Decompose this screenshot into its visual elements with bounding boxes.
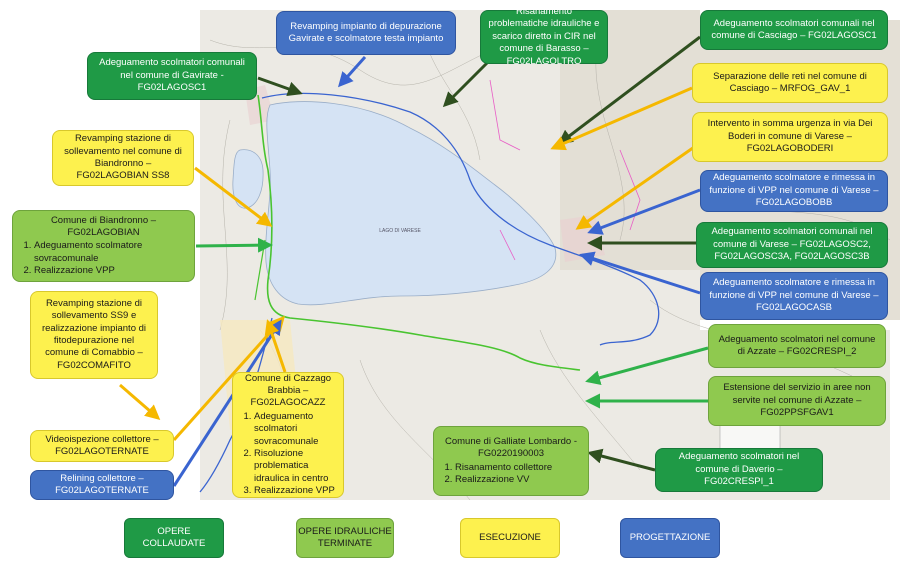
legend-collaudate: OPERE COLLAUDATE	[124, 518, 224, 558]
callout-varese-vpp-casb: Adeguamento scolmatore e rimessa in funz…	[700, 272, 888, 320]
callout-gavirate-scolmatori-text: Adeguamento scolmatori comunali nel comu…	[99, 57, 245, 94]
callout-daverio: Adeguamento scolmatori nel comune di Dav…	[655, 448, 823, 492]
callout-videoispezione-text: Videoispezione collettore – FG02LAGOTERN…	[45, 433, 159, 457]
legend-progettazione: PROGETTAZIONE	[620, 518, 720, 558]
arrow-azzate-scolmatori	[585, 346, 709, 386]
callout-risanamento-barasso-text: Risanamento problematiche idrauliche e s…	[488, 6, 600, 67]
arrow-depurazione	[338, 56, 367, 88]
arrow-casciago-scolmatori	[557, 35, 701, 145]
callout-varese-vpp-bobb: Adeguamento scolmatore e rimessa in funz…	[700, 170, 888, 212]
legend-esecuzione: ESECUZIONE	[460, 518, 560, 558]
callout-relining-text: Relining collettore – FG02LAGOTERNATE	[55, 472, 149, 496]
callout-varese-scolmatori-text: Adeguamento scolmatori comunali nel comu…	[711, 226, 873, 263]
arrow-vpp-casb	[579, 251, 701, 295]
callout-daverio-text: Adeguamento scolmatori nel comune di Dav…	[678, 451, 800, 488]
callout-intervento-boderi-text: Intervento in somma urgenza in via Dei B…	[707, 118, 873, 155]
lake-label: LAGO DI VARESE	[379, 228, 421, 234]
callout-galliate-item: Risanamento collettore	[455, 462, 583, 474]
arrow-daverio	[587, 448, 656, 472]
arrow-biandronno	[195, 237, 273, 253]
secondary-network	[489, 79, 641, 261]
legend-progettazione-label: PROGETTAZIONE	[629, 532, 711, 544]
callout-gavirate-scolmatori: Adeguamento scolmatori comunali nel comu…	[87, 52, 257, 100]
callout-biandronno-title: Comune di Biandronno – FG02LAGOBIAN	[50, 214, 157, 238]
callout-videoispezione: Videoispezione collettore – FG02LAGOTERN…	[30, 430, 174, 462]
arrow-boderi	[575, 141, 701, 230]
callout-separazione-casciago-text: Separazione delle reti nel comune di Cas…	[713, 70, 867, 94]
callout-intervento-boderi: Intervento in somma urgenza in via Dei B…	[692, 112, 888, 162]
callout-biandronno: Comune di Biandronno – FG02LAGOBIAN Adeg…	[12, 210, 195, 282]
callout-cazzago-title: Comune di Cazzago Brabbia – FG02LAGOCAZZ	[244, 372, 332, 409]
callout-biandronno-ss8-text: Revamping stazione di sollevamento nel c…	[64, 133, 182, 182]
callout-relining: Relining collettore – FG02LAGOTERNATE	[30, 470, 174, 500]
legend-collaudate-label: OPERE COLLAUDATE	[142, 526, 206, 549]
arrow-comabbio	[119, 383, 161, 420]
arrow-cazzago	[264, 319, 287, 373]
legend-idrauliche-terminate: OPERE IDRAULICHE TERMINATE	[296, 518, 394, 558]
callout-cazzago-item: Realizzazione VPP	[254, 485, 338, 497]
callout-galliate-title: Comune di Galliate Lombardo - FG02201900…	[444, 435, 577, 460]
callout-comabbio-text: Revamping stazione di sollevamento SS9 e…	[41, 297, 147, 371]
arrow-gavirate-scolmatori	[257, 76, 303, 97]
arrow-barasso	[442, 58, 492, 108]
callout-galliate-list: Risanamento collettore Realizzazione VV	[439, 462, 583, 487]
callout-casciago-scolmatori: Adeguamento scolmatori comunali nel comu…	[700, 10, 888, 50]
callout-varese-scolmatori: Adeguamento scolmatori comunali nel comu…	[696, 222, 888, 268]
callout-risanamento-barasso: Risanamento problematiche idrauliche e s…	[480, 6, 608, 67]
lake-varese	[265, 101, 557, 306]
callout-depurazione-gavirate: Revamping impianto di depurazione Gavira…	[276, 11, 456, 55]
callout-azzate-scolmatori-text: Adeguamento scolmatori nel comune di Azz…	[718, 333, 876, 357]
arrow-biandronno-ss8	[194, 166, 273, 227]
callout-biandronno-item: Realizzazione VPP	[34, 265, 189, 277]
callout-cazzago-item: Risoluzione problematica idraulica in ce…	[254, 448, 338, 485]
callout-azzate-scolmatori: Adeguamento scolmatori nel comune di Azz…	[708, 324, 886, 368]
arrow-vpp-bobb	[587, 188, 701, 235]
callout-depurazione-gavirate-text: Revamping impianto di depurazione Gavira…	[288, 20, 444, 44]
legend-idrauliche-label: OPERE IDRAULICHE TERMINATE	[298, 526, 392, 549]
callout-casciago-scolmatori-text: Adeguamento scolmatori comunali nel comu…	[711, 17, 877, 41]
callout-galliate-item: Realizzazione VV	[455, 474, 583, 486]
callout-cazzago-item: Adeguamento scolmatori sovracomunale	[254, 411, 338, 448]
callout-varese-vpp-bobb-text: Adeguamento scolmatore e rimessa in funz…	[709, 172, 879, 209]
callout-biandronno-item: Adeguamento scolmatore sovracomunale	[34, 240, 189, 265]
callout-biandronno-list: Adeguamento scolmatore sovracomunale Rea…	[18, 240, 189, 277]
callout-biandronno-ss8: Revamping stazione di sollevamento nel c…	[52, 130, 194, 186]
pipeline-north-design	[261, 92, 660, 346]
callout-azzate-estensione-text: Estensione del servizio in aree non serv…	[723, 382, 871, 419]
callout-galliate: Comune di Galliate Lombardo - FG02201900…	[433, 426, 589, 496]
callout-azzate-estensione: Estensione del servizio in aree non serv…	[708, 376, 886, 426]
arrow-videoispezione	[172, 315, 285, 441]
callout-comabbio: Revamping stazione di sollevamento SS9 e…	[30, 291, 158, 379]
legend-esecuzione-label: ESECUZIONE	[479, 532, 541, 544]
callout-separazione-casciago: Separazione delle reti nel comune di Cas…	[692, 63, 888, 103]
pipeline-south	[257, 94, 581, 371]
callout-cazzago-list: Adeguamento scolmatori sovracomunale Ris…	[238, 411, 338, 497]
callout-cazzago: Comune di Cazzago Brabbia – FG02LAGOCAZZ…	[232, 372, 344, 498]
arrow-separazione	[550, 86, 693, 151]
arrow-relining	[172, 319, 282, 487]
callout-varese-vpp-casb-text: Adeguamento scolmatore e rimessa in funz…	[709, 277, 879, 314]
